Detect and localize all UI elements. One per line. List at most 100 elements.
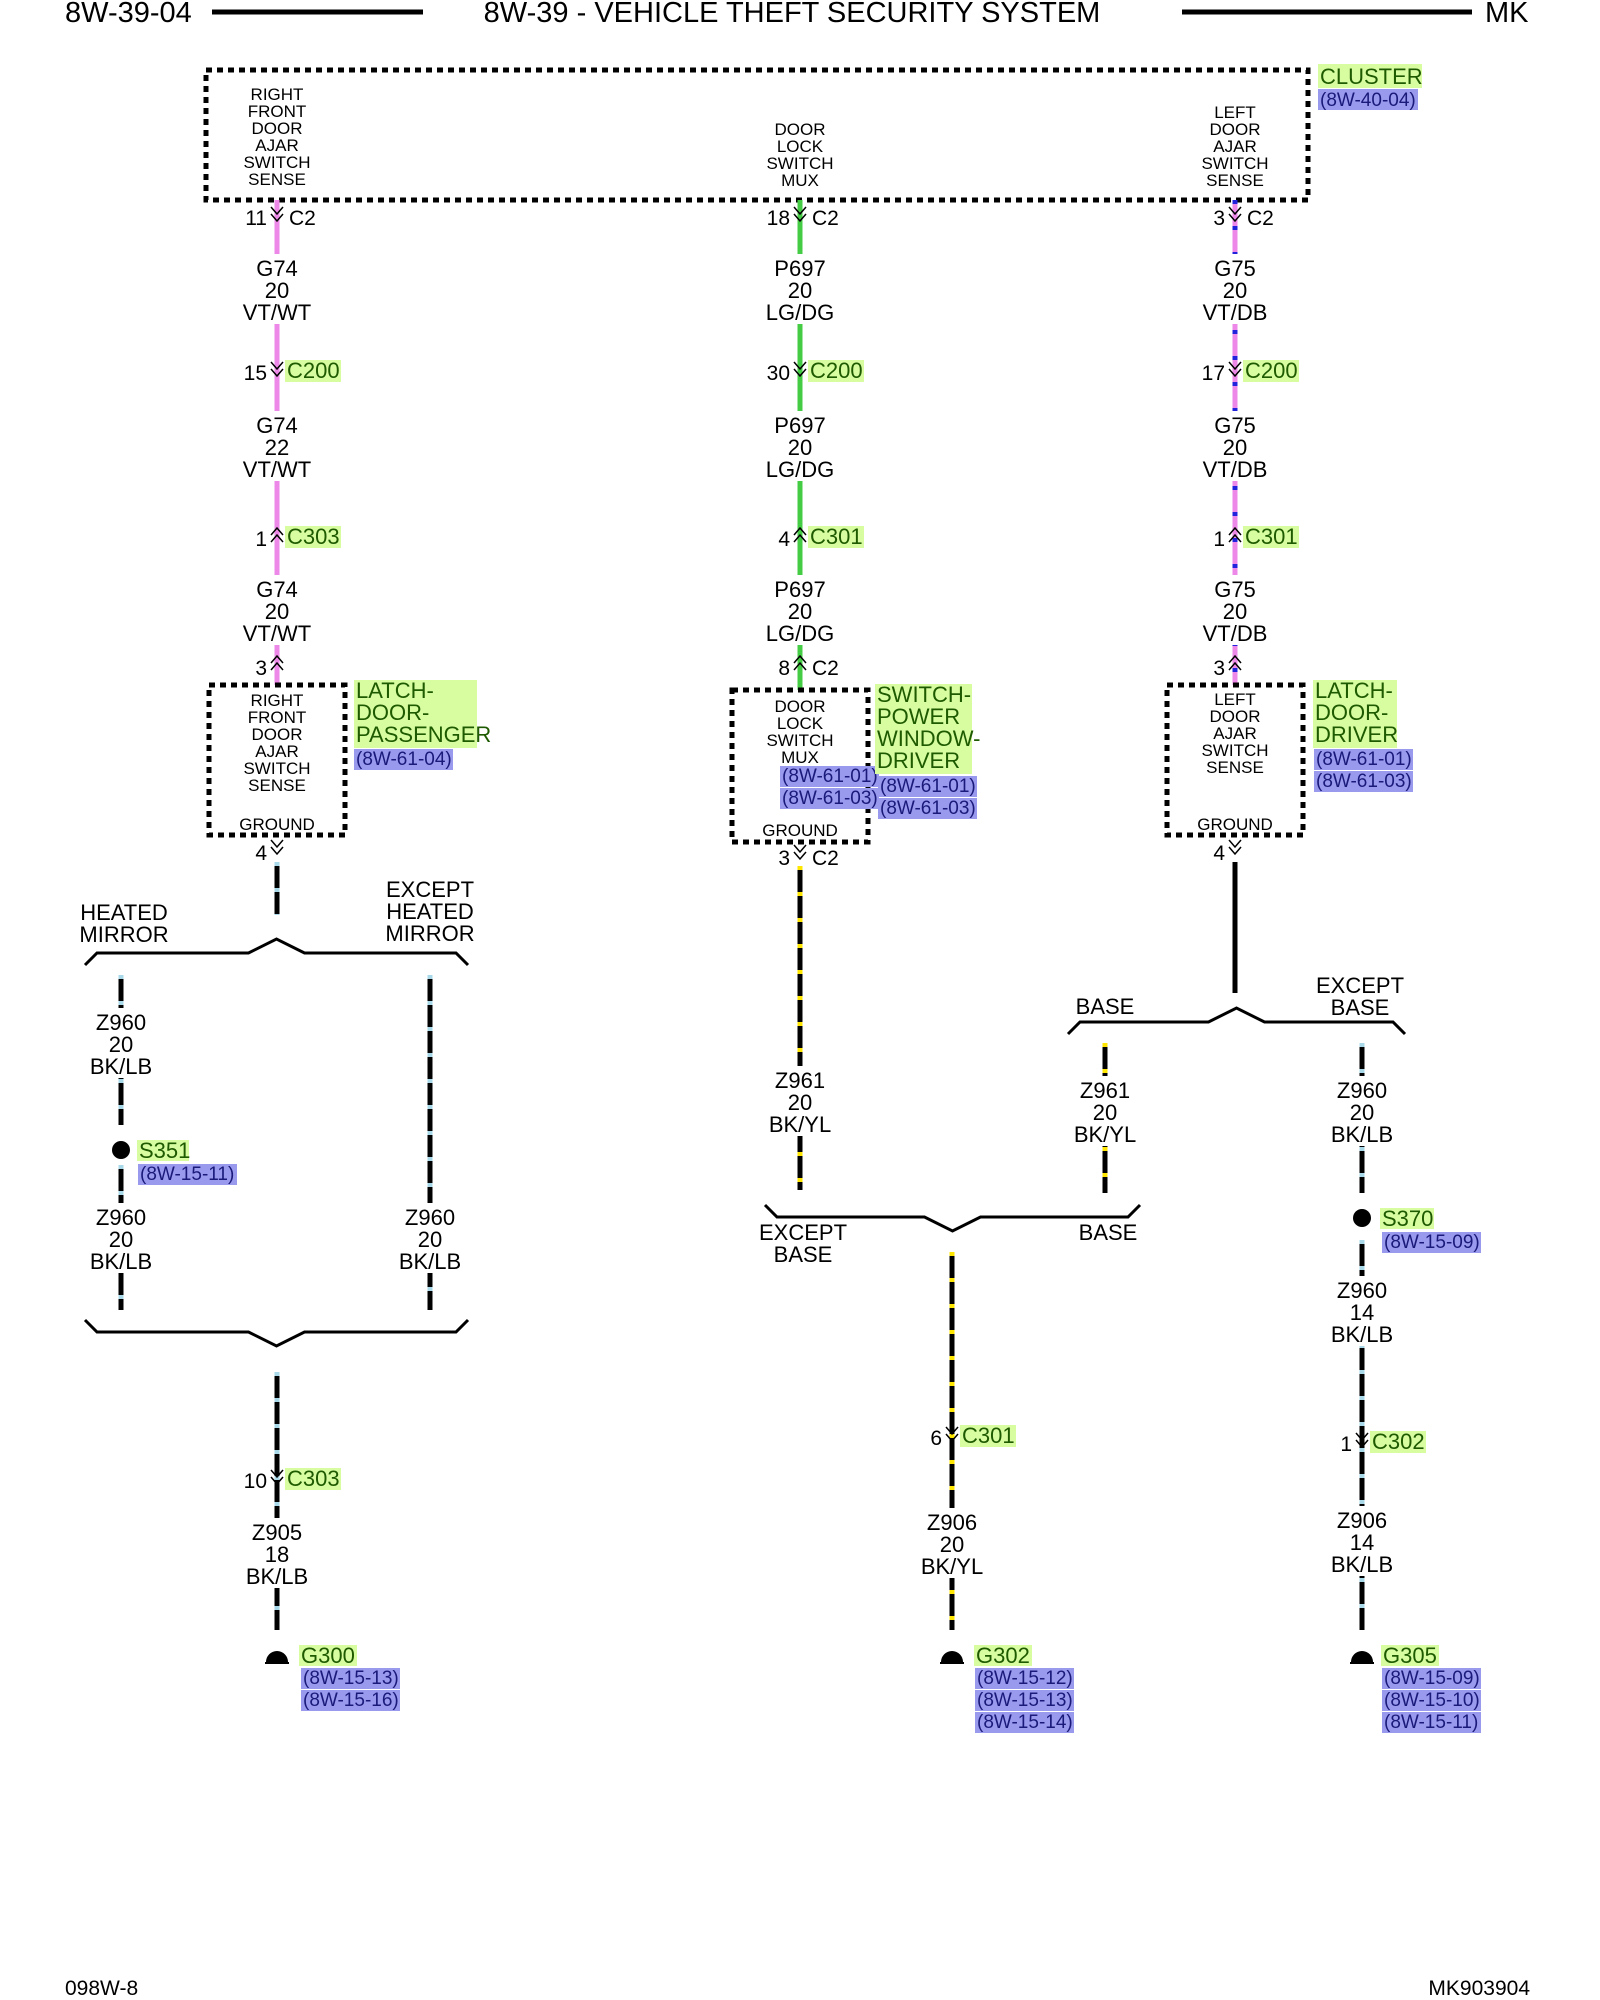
page-code: 8W-39-04 bbox=[65, 0, 192, 29]
page-reference: (8W-15-12) bbox=[977, 1668, 1073, 1689]
wire-id: Z960 bbox=[1337, 1078, 1387, 1103]
wire-gauge: 20 bbox=[788, 1090, 812, 1115]
page-reference: (8W-61-01) bbox=[782, 766, 878, 787]
page-reference: (8W-15-11) bbox=[1384, 1712, 1478, 1733]
wire-label-bg bbox=[93, 1203, 149, 1273]
cluster-pin-label: FRONT bbox=[248, 102, 307, 121]
wire-color: VT/DB bbox=[1203, 457, 1268, 482]
option-label: BASE bbox=[774, 1242, 833, 1267]
page-reference: (8W-61-03) bbox=[1316, 771, 1412, 792]
option-label: BASE bbox=[1331, 995, 1390, 1020]
connector-name: C2 bbox=[812, 207, 839, 230]
wire-gauge: 20 bbox=[1223, 435, 1247, 460]
wire-label-bg bbox=[249, 1518, 305, 1588]
latch-door-driver-box bbox=[1164, 682, 1306, 838]
wire-id: Z906 bbox=[1337, 1508, 1387, 1533]
ground-name: G302 bbox=[976, 1643, 1030, 1668]
component-name-line: LATCH- bbox=[1315, 678, 1393, 703]
ground-name: G300 bbox=[301, 1643, 355, 1668]
wire-gauge: 14 bbox=[1350, 1300, 1374, 1325]
wire-id: G75 bbox=[1214, 256, 1256, 281]
connector-pin: 1 bbox=[1213, 528, 1225, 551]
component-pin: 4 bbox=[1213, 842, 1225, 865]
wire-label-bg bbox=[1207, 411, 1263, 481]
wire-gauge: 18 bbox=[265, 1542, 289, 1567]
cluster-pin-label: SWITCH bbox=[766, 154, 833, 173]
page-reference: (8W-15-14) bbox=[977, 1712, 1073, 1733]
connector-pin: 30 bbox=[767, 362, 790, 385]
cluster-pin-labels: RIGHTFRONTDOORAJARSWITCHSENSEDOORLOCKSWI… bbox=[243, 85, 1268, 190]
wire-id: P697 bbox=[774, 413, 825, 438]
wire-id: Z961 bbox=[775, 1068, 825, 1093]
option-label: MIRROR bbox=[385, 921, 474, 946]
wire-label-bg bbox=[249, 254, 305, 324]
connector-name: C2 bbox=[289, 207, 316, 230]
wire-label-bg bbox=[249, 575, 305, 645]
connector-name: C200 bbox=[287, 358, 340, 383]
cluster-pin-number: 3 bbox=[1213, 207, 1225, 230]
connector-name: C303 bbox=[287, 524, 340, 549]
component-name-line: DOOR- bbox=[1315, 700, 1388, 725]
wire-label-bg bbox=[1334, 1506, 1390, 1576]
cluster-pin-label: LEFT bbox=[1214, 103, 1256, 122]
wire-gauge: 20 bbox=[788, 599, 812, 624]
wire-color: BK/LB bbox=[246, 1564, 308, 1589]
wire-gauge: 20 bbox=[1093, 1100, 1117, 1125]
wire-label-bg bbox=[924, 1508, 980, 1578]
cluster-pin-label: LOCK bbox=[777, 137, 824, 156]
wire-gauge: 20 bbox=[1350, 1100, 1374, 1125]
wire-id: P697 bbox=[774, 577, 825, 602]
wire-gauge: 20 bbox=[1223, 278, 1247, 303]
component-pin-label: RIGHT bbox=[251, 691, 304, 710]
option-label: BASE bbox=[1076, 994, 1135, 1019]
footer-left: 098W-8 bbox=[65, 1977, 138, 2000]
component-pin-label: AJAR bbox=[255, 742, 298, 761]
option-label: BASE bbox=[1079, 1220, 1138, 1245]
connector-icon bbox=[1228, 654, 1242, 664]
connector-icon bbox=[1228, 526, 1242, 536]
wire-gauge: 20 bbox=[265, 599, 289, 624]
connector-name: C200 bbox=[810, 358, 863, 383]
connector-icon bbox=[793, 851, 807, 861]
connector-icon bbox=[270, 839, 284, 849]
connector-name: C2 bbox=[1247, 207, 1274, 230]
page-reference: (8W-15-11) bbox=[140, 1164, 234, 1185]
wire-gauge: 20 bbox=[418, 1227, 442, 1252]
wire-color: BK/YL bbox=[1074, 1122, 1136, 1147]
component-name-line: PASSENGER bbox=[356, 722, 491, 747]
connector-pin: 1 bbox=[1340, 1433, 1352, 1456]
wire-color: LG/DG bbox=[766, 457, 834, 482]
connector-icon bbox=[793, 654, 807, 664]
connector-pin: 1 bbox=[255, 528, 267, 551]
wire-label-bg bbox=[1334, 1276, 1390, 1346]
ground-icon bbox=[1351, 1651, 1373, 1662]
connector-icon bbox=[270, 846, 284, 856]
wire-label-bg bbox=[249, 411, 305, 481]
wire-color: VT/DB bbox=[1203, 621, 1268, 646]
connector-icon bbox=[793, 526, 807, 536]
connector-name: C301 bbox=[962, 1423, 1015, 1448]
page-reference: (8W-15-09) bbox=[1384, 1668, 1480, 1689]
component-name-line: SWITCH- bbox=[877, 682, 971, 707]
connector-icon bbox=[270, 368, 284, 378]
option-label: HEATED bbox=[80, 900, 168, 925]
wire-gauge: 20 bbox=[109, 1227, 133, 1252]
wire-gauge: 20 bbox=[788, 435, 812, 460]
splice-icon bbox=[1353, 1209, 1371, 1227]
component-pin-label: SWITCH bbox=[243, 759, 310, 778]
component-ground-label: GROUND bbox=[1197, 815, 1273, 834]
connector-name: C302 bbox=[1372, 1429, 1425, 1454]
component-pin-label: DOOR bbox=[775, 697, 826, 716]
connector-icon bbox=[945, 1426, 959, 1436]
cluster-pin-number: 18 bbox=[767, 207, 790, 230]
cluster-pin-label: SENSE bbox=[248, 170, 306, 189]
option-brace bbox=[763, 1203, 1142, 1233]
connector-pin: 15 bbox=[244, 362, 267, 385]
wire-id: Z960 bbox=[1337, 1278, 1387, 1303]
cluster-pin-label: SENSE bbox=[1206, 171, 1264, 190]
page-reference: (8W-15-10) bbox=[1384, 1690, 1480, 1711]
wire-id: Z961 bbox=[1080, 1078, 1130, 1103]
cluster-pin-label: AJAR bbox=[255, 136, 298, 155]
component-pin-label: DOOR bbox=[1210, 707, 1261, 726]
